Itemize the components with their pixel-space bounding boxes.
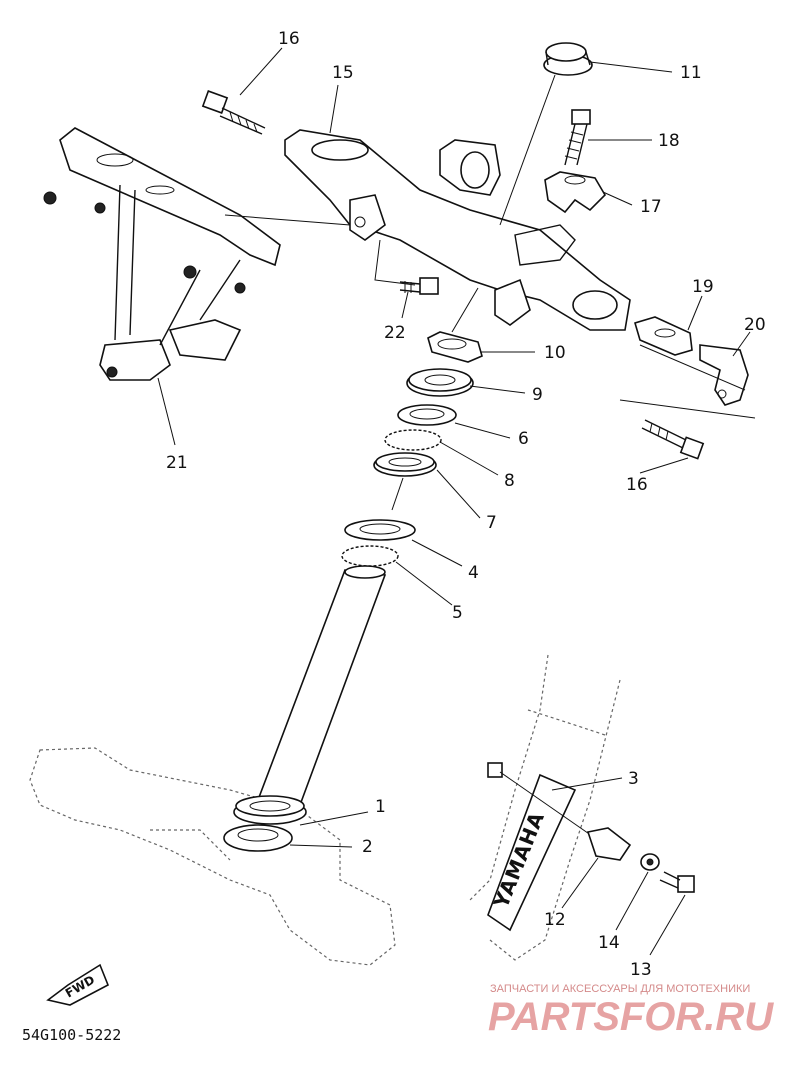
label-part-21: 21 [166,453,188,473]
label-part-13: 13 [630,960,652,980]
washer-14 [640,853,660,871]
label-part-5: 5 [452,603,463,623]
front-fork-outline [469,654,621,961]
emblem-3: YAMAHA [487,773,577,932]
watermark: ЗАПЧАСТИ И АКСЕССУАРЫ ДЛЯ МОТОТЕХНИКИ PA… [488,983,774,1039]
label-part-7: 7 [486,513,497,533]
steering-stem [256,565,387,806]
label-part-1: 1 [375,797,386,817]
seal-2 [223,824,293,852]
bolt-16-top [201,90,266,135]
race-7 [373,452,437,511]
under-bracket-outline [29,747,396,966]
label-part-16-lower: 16 [626,475,648,495]
label-part-2: 2 [362,837,373,857]
part-labels: 1 2 3 4 5 6 7 8 9 10 11 12 13 14 15 16 1… [166,29,766,980]
label-part-6: 6 [518,429,529,449]
label-part-4: 4 [468,563,479,583]
bearing-1 [233,795,307,825]
ball-bearing-5 [341,545,399,567]
diagram-code: 54G100-5222 [22,1026,121,1044]
label-part-19: 19 [692,277,714,297]
holder-17 [544,171,607,214]
label-part-11: 11 [680,63,702,83]
label-part-10: 10 [544,343,566,363]
upper-bracket [284,129,631,331]
label-part-12: 12 [544,910,566,930]
cap-11 [499,42,593,226]
label-part-20: 20 [744,315,766,335]
bolt-22 [399,277,439,295]
race-6 [397,404,457,426]
washer-9 [406,368,474,397]
bolt-16-lower [641,419,705,460]
label-part-14: 14 [598,933,620,953]
clamp-19 [634,316,693,356]
fwd-arrow: FWD [46,963,110,1006]
leader-lines [157,47,751,956]
label-part-8: 8 [504,471,515,491]
bolt-18 [564,109,591,166]
ring-nut-10 [427,287,483,363]
holder-20 [619,344,756,419]
label-part-9: 9 [532,385,543,405]
bolt-13 [659,871,695,893]
race-4 [344,519,416,541]
cable-guide-12 [487,762,632,861]
meter-bracket [43,127,351,381]
watermark-tagline: ЗАПЧАСТИ И АКСЕССУАРЫ ДЛЯ МОТОТЕХНИКИ [490,983,750,995]
label-part-17: 17 [640,197,662,217]
label-part-3: 3 [628,769,639,789]
label-part-15: 15 [332,63,354,83]
label-part-22: 22 [384,323,406,343]
label-part-18: 18 [658,131,680,151]
label-part-16-top: 16 [278,29,300,49]
watermark-logo: PARTSFOR.RU [488,995,774,1039]
ball-bearing-8 [384,429,442,451]
